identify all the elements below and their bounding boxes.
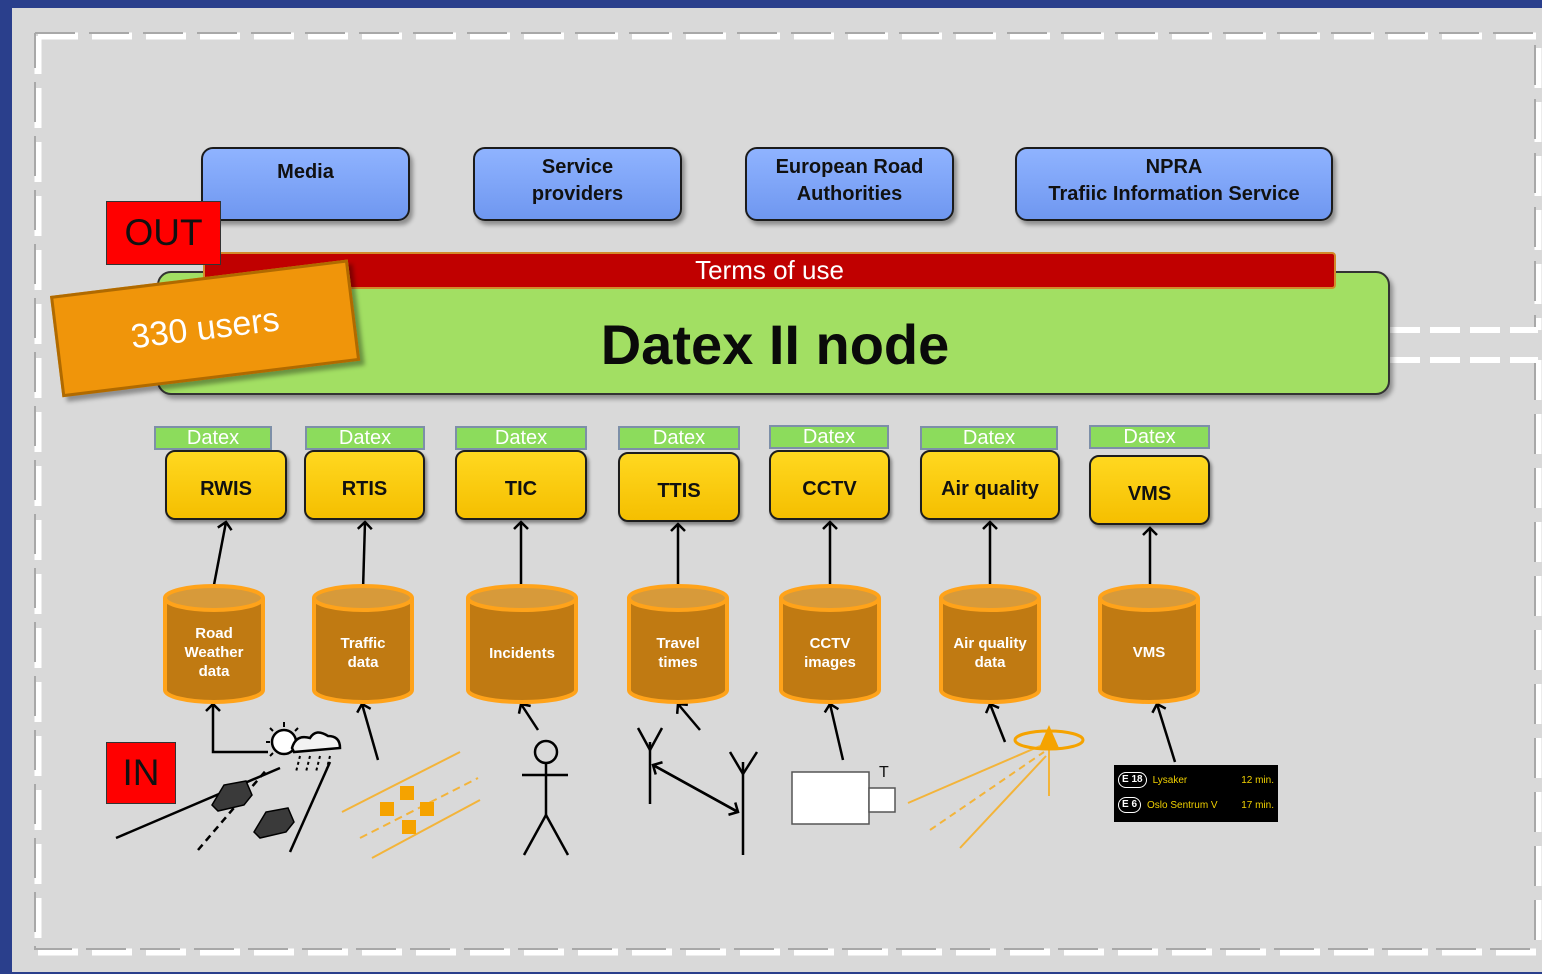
module-ttis: TTIS: [618, 452, 740, 522]
consumer-label: Service providers: [531, 156, 624, 205]
vms-place: Oslo Sentrum V: [1147, 799, 1218, 811]
module-label: TTIS: [657, 479, 701, 502]
dashed-connector: [1390, 327, 1538, 363]
module-rwis: RWIS: [165, 450, 287, 520]
db-label-traffic: Traffic data: [340, 635, 386, 671]
in-tag: IN: [106, 742, 176, 804]
module-label: TIC: [504, 477, 538, 500]
person-icon: [522, 739, 570, 856]
consumer-label: NPRA Trafiic Information Service: [1048, 156, 1300, 205]
arrow-rwis: [211, 520, 233, 591]
db-label-cctv-images: CCTV images: [804, 635, 856, 671]
datex-node: [157, 271, 1390, 395]
db-label-air-quality: Air quality data: [953, 635, 1027, 671]
out-tag-label: OUT: [124, 212, 203, 253]
arrows: [205, 520, 1177, 763]
air-sensor-icon: [907, 725, 1085, 849]
traffic-detector-icon: [341, 751, 481, 859]
db-label-incidents: Incidents: [489, 645, 555, 662]
cylinder-traffic: [312, 584, 414, 704]
vms-row: E 18 Lysaker 12 min.: [1118, 771, 1274, 789]
module-air-quality: Air quality: [920, 450, 1060, 520]
out-tag: OUT: [106, 201, 221, 265]
cylinder-cctv-images: [779, 584, 881, 704]
datex-tab-vms: Datex: [1089, 425, 1210, 449]
module-cctv: CCTV: [769, 450, 890, 520]
consumer-npra: NPRA Trafiic Information Service: [1015, 147, 1333, 221]
cylinder-incidents: [466, 584, 578, 704]
road-badge: E 18: [1118, 772, 1147, 788]
arrow-antenna: [675, 702, 701, 731]
db-label-travel-times: Travel times: [656, 635, 700, 671]
vms-time: 12 min.: [1241, 774, 1274, 786]
camera-icon: [791, 771, 896, 825]
vms-time: 17 min.: [1241, 799, 1274, 811]
vms-row: E 6 Oslo Sentrum V 17 min.: [1118, 796, 1274, 814]
arrow-person: [517, 702, 540, 731]
datex-tab-tic: Datex: [455, 426, 587, 450]
cylinder-air-quality: [939, 584, 1041, 704]
datex-tab-air-quality: Datex: [920, 426, 1058, 450]
vms-place: Lysaker: [1152, 774, 1188, 786]
cylinder-travel-times: [627, 584, 729, 704]
module-tic: TIC: [455, 450, 587, 520]
db-label-vms: VMS: [1132, 644, 1166, 661]
camera-mark: T: [879, 764, 889, 781]
cylinder-vms: [1098, 584, 1200, 704]
datex-tab-ttis: Datex: [618, 426, 740, 450]
users-note-label: 330 users: [128, 299, 282, 356]
antenna-icon: [636, 727, 759, 855]
module-label: RTIS: [341, 477, 388, 500]
cylinder-road-weather: [163, 584, 265, 704]
arrow-traffic: [356, 702, 380, 761]
terms-of-use-bar: Terms of use: [203, 252, 1336, 289]
module-label: VMS: [1127, 482, 1172, 505]
consumer-european-road-authorities: European Road Authorities: [745, 147, 954, 221]
weather-cars-icon: [115, 722, 342, 853]
node-title: Datex II node: [600, 313, 950, 376]
arrow-rtis: [356, 520, 373, 591]
consumer-label: Media: [277, 161, 334, 183]
arrow-vms-sign: [1151, 702, 1177, 763]
module-label: Air quality: [941, 477, 1039, 500]
datex-tab-rwis: Datex: [154, 426, 272, 450]
database-cylinders: [163, 584, 1200, 704]
module-label: RWIS: [200, 477, 252, 500]
datex-tab-rtis: Datex: [305, 426, 425, 450]
module-label: CCTV: [802, 477, 857, 500]
terms-label: Terms of use: [695, 255, 844, 285]
dashed-frame: [34, 32, 1542, 956]
consumer-service-providers: Service providers: [473, 147, 682, 221]
arrow-weather: [205, 702, 268, 754]
db-label-road-weather: Road Weather data: [184, 625, 244, 680]
car-icon: [211, 780, 295, 839]
module-vms: VMS: [1089, 455, 1210, 525]
in-tag-label: IN: [122, 752, 160, 793]
consumer-label: European Road Authorities: [775, 156, 924, 205]
dashed-frame-shadow: [34, 32, 1536, 950]
arrow-camera: [823, 702, 845, 761]
arrow-air-sensor: [984, 702, 1007, 743]
module-rtis: RTIS: [304, 450, 425, 520]
road-badge: E 6: [1118, 797, 1142, 813]
vms-sign: E 18 Lysaker 12 min. E 6 Oslo Sentrum V …: [1114, 765, 1278, 822]
datex-tab-cctv: Datex: [769, 425, 889, 449]
consumer-media: Media: [201, 147, 410, 221]
